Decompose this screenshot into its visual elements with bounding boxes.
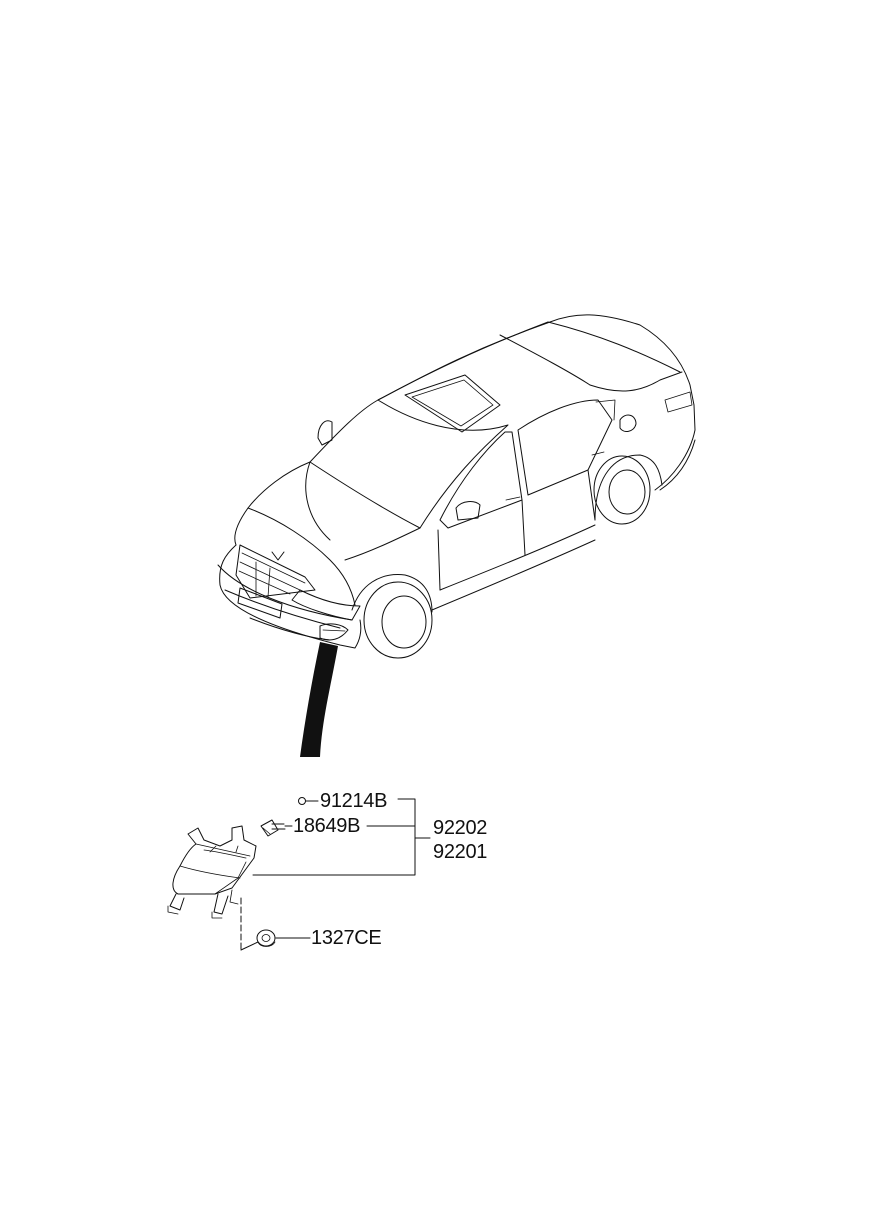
part-label-92202: 92202 [433,817,488,839]
callout-leader-arrow [300,642,338,757]
front-bumper-garnish-part [167,825,257,919]
part-label-18649b: 18649B [293,815,361,837]
clip-91214b-icon [298,797,306,805]
car-illustration [217,314,696,659]
nut-1327ce-icon [256,929,276,947]
screw-18649b-icon [260,819,286,837]
leader-lines [240,798,431,951]
part-label-91214b: 91214B [320,790,388,812]
part-label-1327ce: 1327CE [311,927,382,949]
part-label-92201: 92201 [433,841,488,863]
